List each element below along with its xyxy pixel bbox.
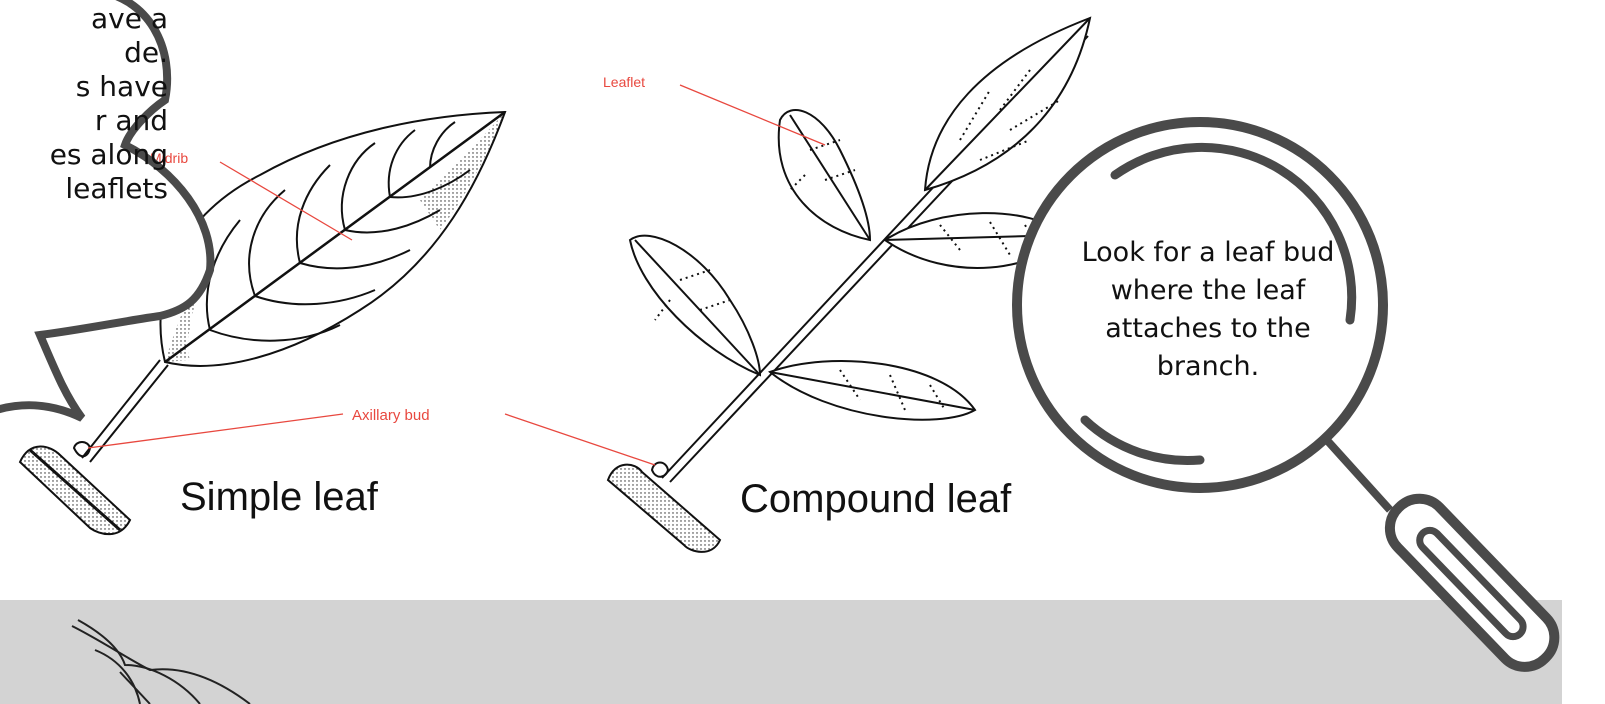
bubble-text: ave a de. s have r and es along leaflets bbox=[0, 2, 168, 206]
magnifying-glass-icon bbox=[1017, 122, 1566, 678]
bubble-line: s have bbox=[0, 70, 168, 104]
leaflet-label: Leaflet bbox=[603, 74, 645, 90]
bubble-line: leaflets bbox=[0, 172, 168, 206]
simple-axillary-bud bbox=[74, 442, 90, 456]
bubble-line: r and bbox=[0, 104, 168, 138]
simple-leaf-caption: Simple leaf bbox=[180, 475, 379, 519]
compound-leaf-caption: Compound leaf bbox=[740, 477, 1012, 521]
leaflet-upper-left bbox=[779, 110, 870, 240]
compound-stem-stub bbox=[608, 465, 720, 552]
bubble-line: ave a bbox=[0, 2, 168, 36]
axillary-leader-line-left bbox=[88, 414, 343, 448]
bubble-line: de. bbox=[0, 36, 168, 70]
simple-stem-stub bbox=[20, 446, 130, 534]
magnifier-text: Look for a leaf bud where the leaf attac… bbox=[1062, 234, 1354, 386]
axillary-leader-line-right bbox=[505, 414, 655, 465]
leaf-outline-decoration bbox=[72, 620, 250, 704]
bubble-line: es along bbox=[0, 138, 168, 172]
axillary-bud-label: Axillary bud bbox=[352, 407, 430, 424]
